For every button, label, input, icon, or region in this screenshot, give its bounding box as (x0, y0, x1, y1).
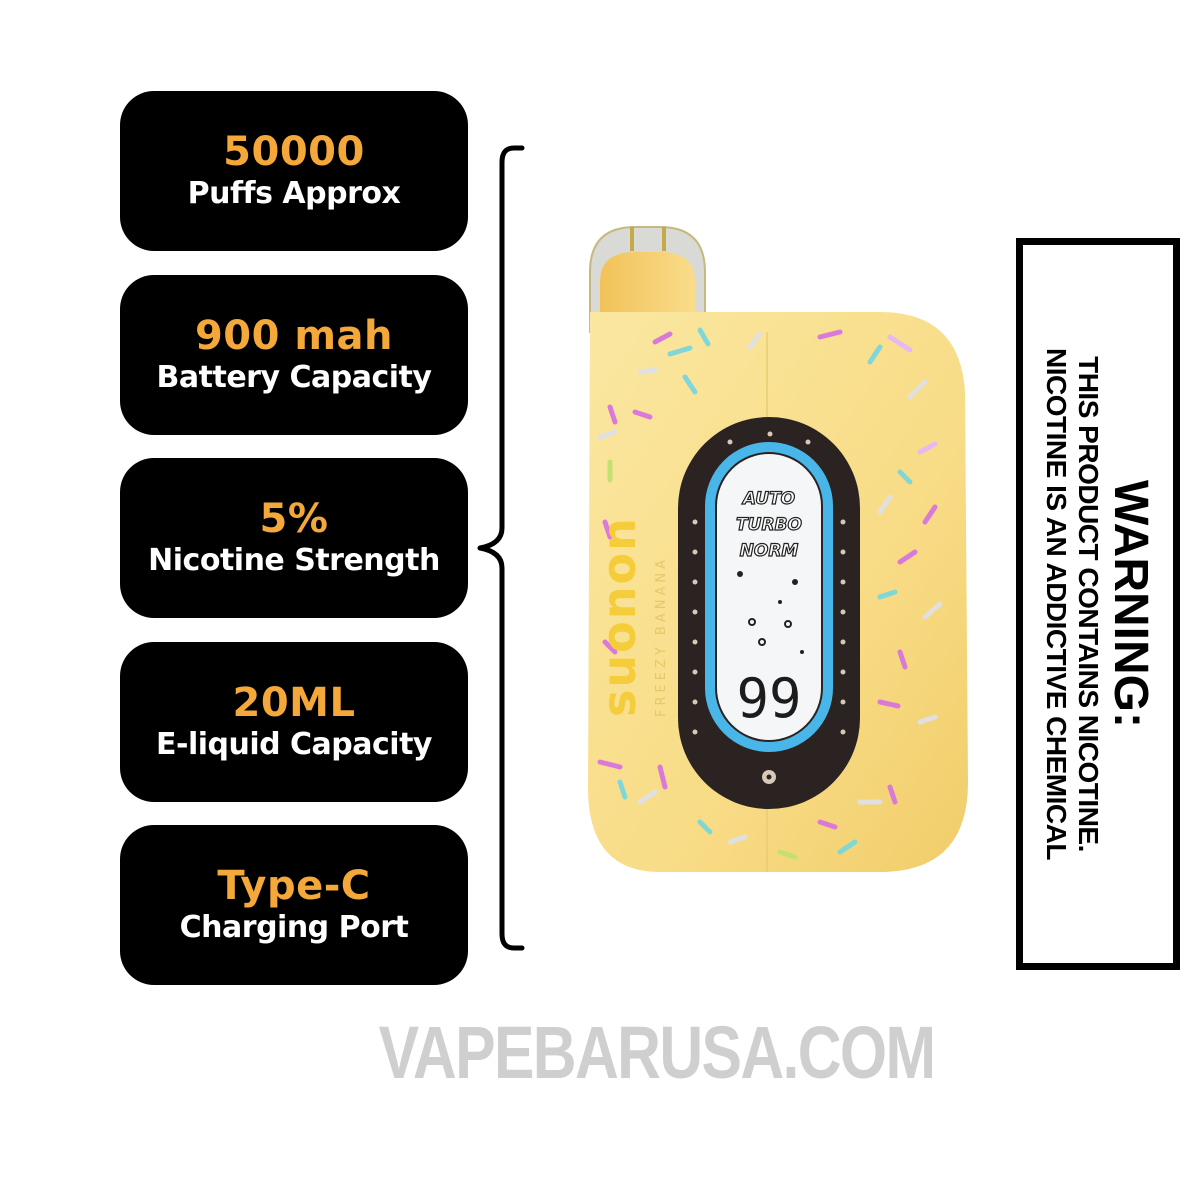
flavor-name: FREEZY BANANA (654, 556, 669, 717)
spec-label: E-liquid Capacity (156, 727, 433, 762)
warning-title: WARNING: (1104, 480, 1157, 728)
warning-label: WARNING: THIS PRODUCT CONTAINS NICOTINE.… (1016, 238, 1180, 970)
spec-value: 5% (259, 496, 329, 542)
screen-mode-turbo: TURBO (736, 515, 802, 535)
screen-mode-norm: NORM (740, 541, 799, 561)
warning-line-2: NICOTINE IS AN ADDICTIVE CHEMICAL (1041, 348, 1072, 860)
screen-mode-auto: AUTO (741, 489, 795, 509)
spec-value: Type-C (217, 863, 371, 909)
vape-device-image: suonon FREEZY BANANA AUTO TURBO NORM 99 (588, 226, 968, 872)
spec-card-eliquid: 20ML E-liquid Capacity (120, 642, 468, 802)
spec-label: Nicotine Strength (148, 543, 440, 578)
warning-line-1: THIS PRODUCT CONTAINS NICOTINE. (1073, 356, 1104, 852)
spec-card-puffs: 50000 Puffs Approx (120, 91, 468, 251)
brand-logo: suonon (592, 516, 646, 717)
curly-bracket-icon (477, 145, 525, 951)
screen-number: 99 (736, 667, 801, 730)
spec-label: Battery Capacity (156, 360, 432, 395)
spec-label: Charging Port (179, 910, 409, 945)
spec-value: 900 mah (194, 313, 394, 359)
spec-value: 20ML (232, 680, 356, 726)
spec-value: 50000 (223, 129, 365, 175)
spec-card-charging: Type-C Charging Port (120, 825, 468, 985)
spec-label: Puffs Approx (187, 176, 401, 211)
spec-card-nicotine: 5% Nicotine Strength (120, 458, 468, 618)
spec-card-battery: 900 mah Battery Capacity (120, 275, 468, 435)
site-watermark: VAPEBARUSA.COM (378, 1011, 936, 1094)
